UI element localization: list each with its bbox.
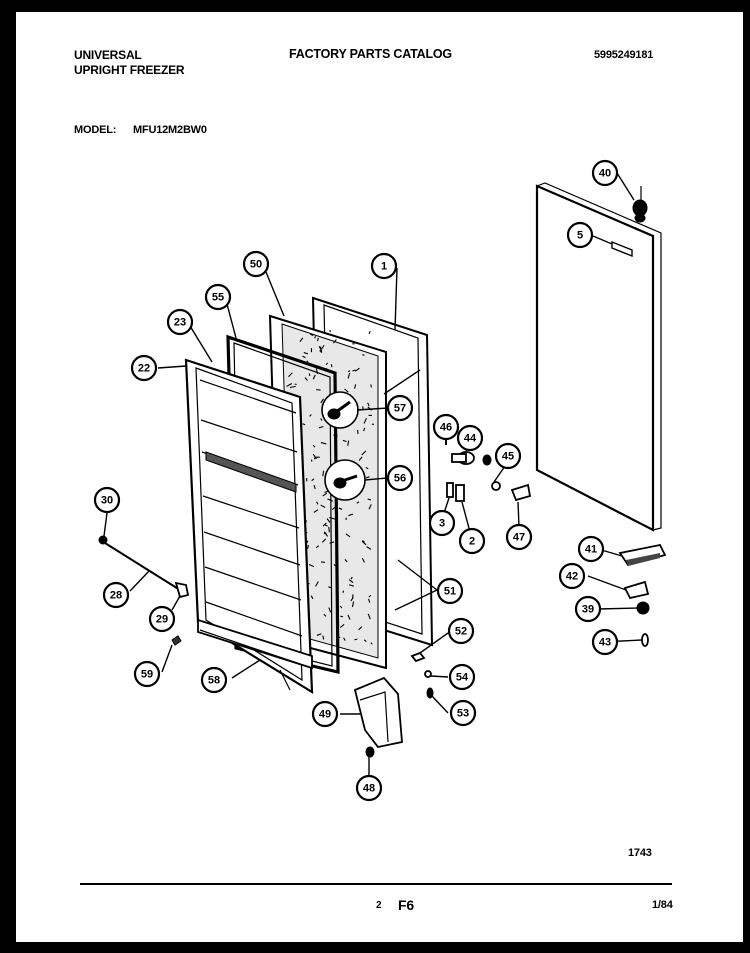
callout-label: 22: [138, 363, 150, 375]
callout-52: 52: [447, 617, 475, 645]
callout-55: 55: [204, 283, 232, 311]
brand-name: UNIVERSAL: [74, 48, 142, 62]
outer-door-panel: [535, 182, 662, 532]
callout-label: 5: [577, 230, 583, 242]
callout-label: 30: [101, 495, 113, 507]
callout-50: 50: [242, 250, 270, 278]
callout-label: 41: [585, 544, 597, 556]
callout-label: 1: [381, 261, 387, 273]
callout-label: 28: [110, 590, 122, 602]
callout-label: 54: [456, 672, 469, 684]
callout-label: 23: [174, 317, 186, 329]
callout-23: 23: [166, 308, 194, 336]
callout-30: 30: [93, 486, 121, 514]
callout-59: 59: [133, 660, 161, 688]
callout-51: 51: [436, 577, 464, 605]
callout-58: 58: [200, 666, 228, 694]
model-label: MODEL:: [74, 124, 117, 136]
door-rod-assembly: [98, 535, 190, 646]
diagram-code: 1743: [628, 847, 652, 859]
callout-label: 49: [319, 709, 331, 721]
callout-48: 48: [355, 774, 383, 802]
callout-46: 46: [432, 413, 460, 441]
callout-label: 3: [439, 518, 445, 530]
latch-assembly: [433, 425, 532, 502]
callout-label: 43: [599, 637, 611, 649]
callout-45: 45: [494, 442, 522, 470]
catalog-number: 5995249181: [594, 49, 654, 61]
top-hinge-pin: [632, 186, 648, 223]
hinge-bracket: [618, 543, 667, 647]
page-number: 2: [376, 900, 382, 911]
callout-40: 40: [591, 159, 619, 187]
screw-detail-57: [321, 391, 359, 429]
screw-detail-56: [324, 459, 366, 501]
callout-29: 29: [148, 605, 176, 633]
revision-date: 1/84: [652, 899, 673, 911]
callout-44: 44: [456, 424, 484, 452]
callout-47: 47: [505, 523, 533, 551]
callout-22: 22: [130, 354, 158, 382]
callout-label: 29: [156, 614, 168, 626]
callout-label: 53: [457, 708, 469, 720]
callout-label: 58: [208, 675, 220, 687]
callout-1: 1: [370, 252, 398, 280]
bottom-door-trim: [197, 618, 313, 691]
callout-2: 2: [458, 527, 486, 555]
callout-label: 46: [440, 422, 452, 434]
callout-label: 51: [444, 586, 456, 598]
footer-rule: [80, 883, 672, 885]
model-number: MFU12M2BW0: [133, 124, 207, 136]
callout-label: 44: [464, 433, 477, 445]
callout-label: 50: [250, 259, 262, 271]
callout-group: 40 5 50 1 55 23 22 57 46 44 45 56 3 2 47 30 28 29 51 41 42 39…: [93, 159, 619, 802]
catalog-title: FACTORY PARTS CATALOG: [289, 47, 452, 61]
callout-label: 47: [513, 532, 525, 544]
callout-label: 59: [141, 669, 153, 681]
callout-42: 42: [558, 562, 586, 590]
callout-41: 41: [577, 535, 605, 563]
callout-label: 45: [502, 451, 514, 463]
callout-label: 39: [582, 604, 594, 616]
callout-56: 56: [386, 464, 414, 492]
callout-3: 3: [428, 509, 456, 537]
callout-label: 2: [469, 536, 475, 548]
section-code: F6: [398, 897, 414, 913]
inner-door-liner: [184, 358, 314, 695]
callout-label: 57: [394, 403, 406, 415]
callout-label: 55: [212, 292, 224, 304]
callout-43: 43: [591, 628, 619, 656]
callout-53: 53: [449, 699, 477, 727]
callout-54: 54: [448, 663, 476, 691]
door-handle-bracket: [353, 651, 434, 758]
callout-5: 5: [566, 221, 594, 249]
callout-label: 48: [363, 783, 375, 795]
callout-49: 49: [311, 700, 339, 728]
callout-label: 42: [566, 571, 578, 583]
callout-28: 28: [102, 581, 130, 609]
product-type: UPRIGHT FREEZER: [74, 63, 185, 77]
callout-39: 39: [574, 595, 602, 623]
callout-57: 57: [386, 394, 414, 422]
callout-label: 40: [599, 168, 611, 180]
callout-label: 56: [394, 473, 406, 485]
callout-label: 52: [455, 626, 467, 638]
